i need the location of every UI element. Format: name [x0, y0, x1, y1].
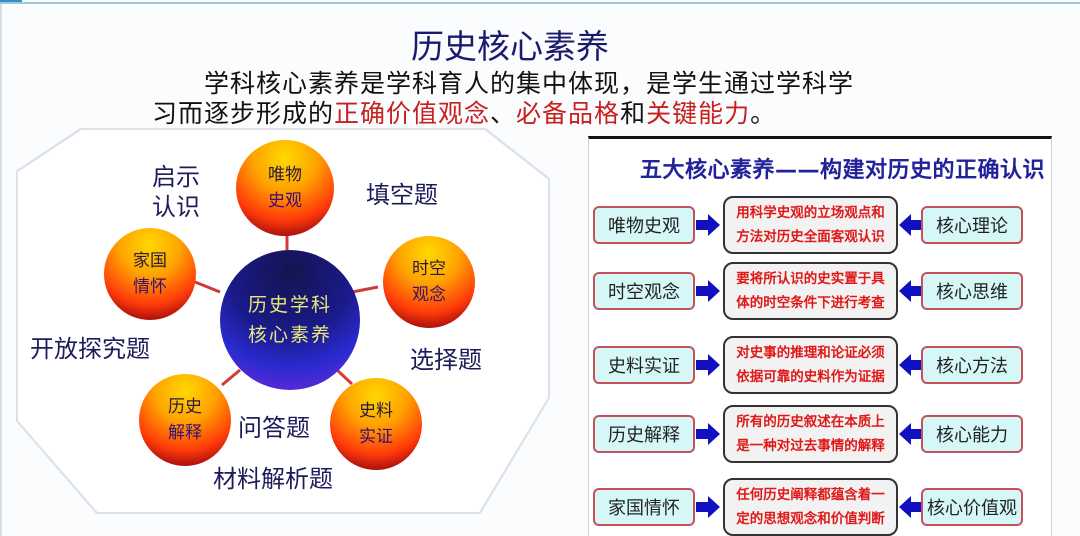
- arrow-left-icon: [899, 280, 923, 302]
- node-patriotism: 家国 情怀: [104, 228, 196, 320]
- description-box: 任何历史阐释都蕴含着一 定的思想观念和价值判断: [723, 478, 898, 536]
- node-evidence: 史料 实证: [330, 378, 422, 470]
- description-box: 用科学史观的立场观点和 方法对历史全面客观认识: [723, 196, 898, 254]
- arrow-right-icon: [696, 423, 720, 445]
- literacy-label: 历史解释: [593, 415, 695, 453]
- arrow-left-icon: [899, 423, 923, 445]
- literacy-label: 史料实证: [593, 346, 695, 384]
- literacy-label: 时空观念: [593, 272, 695, 310]
- role-label: 核心能力: [921, 415, 1023, 453]
- highlight-values: 正确价值观念: [334, 99, 491, 128]
- table-row: 家国情怀 任何历史阐释都蕴含着一 定的思想观念和价值判断 核心价值观: [593, 478, 1033, 536]
- description-box: 所有的历史叙述在本质上 是一种对过去事情的解释: [723, 405, 898, 463]
- left-divider: [0, 4, 2, 536]
- label-multiple-choice: 选择题: [410, 346, 482, 374]
- label-fill-blank: 填空题: [366, 181, 438, 209]
- intro-line-2: 习而逐步形成的正确价值观念、必备品格和关键能力。: [152, 94, 776, 130]
- highlight-ability: 关键能力: [646, 99, 751, 128]
- table-row: 唯物史观 用科学史观的立场观点和 方法对历史全面客观认识 核心理论: [593, 196, 1033, 256]
- table-row: 历史解释 所有的历史叙述在本质上 是一种对过去事情的解释 核心能力: [593, 405, 1033, 465]
- node-interpretation: 历史 解释: [139, 374, 231, 466]
- intro-line-1: 学科核心素养是学科育人的集中体现，是学生通过学科学: [204, 69, 855, 98]
- highlight-character: 必备品格: [516, 99, 621, 128]
- arrow-right-icon: [696, 496, 720, 518]
- arrow-left-icon: [899, 354, 923, 376]
- role-label: 核心理论: [921, 206, 1023, 244]
- arrow-left-icon: [899, 214, 923, 236]
- literacy-label: 唯物史观: [593, 206, 695, 244]
- label-material-analysis: 材料解析题: [213, 465, 333, 493]
- arrow-right-icon: [696, 280, 720, 302]
- table-row: 时空观念 要将所认识的史实置于具 体的时空条件下进行考查 核心思维: [593, 262, 1033, 322]
- intro-sep-1: 、: [490, 99, 517, 128]
- role-label: 核心价值观: [921, 488, 1023, 526]
- intro-sep-2: 和: [620, 99, 647, 128]
- arrow-right-icon: [696, 354, 720, 376]
- label-open-inquiry: 开放探究题: [30, 335, 150, 363]
- slide-title: 历史核心素养: [411, 27, 609, 66]
- intro-end: 。: [750, 99, 777, 128]
- top-divider: [0, 2, 1080, 4]
- role-label: 核心思维: [921, 272, 1023, 310]
- table-row: 史料实证 对史事的推理和论证必须 依据可靠的史料作为证据 核心方法: [593, 336, 1033, 396]
- core-node: 历史学科 核心素养: [220, 250, 360, 390]
- role-label: 核心方法: [921, 346, 1023, 384]
- label-enlightenment: 启示 认识: [152, 163, 200, 221]
- label-short-answer: 问答题: [238, 414, 310, 442]
- intro-prefix: 习而逐步形成的: [152, 99, 335, 128]
- description-box: 对史事的推理和论证必须 依据可靠的史料作为证据: [723, 336, 898, 394]
- description-box: 要将所认识的史实置于具 体的时空条件下进行考查: [723, 262, 898, 320]
- node-spacetime: 时空 观念: [383, 236, 475, 328]
- literacy-label: 家国情怀: [593, 488, 695, 526]
- arrow-right-icon: [696, 214, 720, 236]
- table-title: 五大核心素养——构建对历史的正确认识: [640, 158, 1046, 183]
- arrow-left-icon: [899, 496, 923, 518]
- node-materialism: 唯物 史观: [236, 140, 334, 236]
